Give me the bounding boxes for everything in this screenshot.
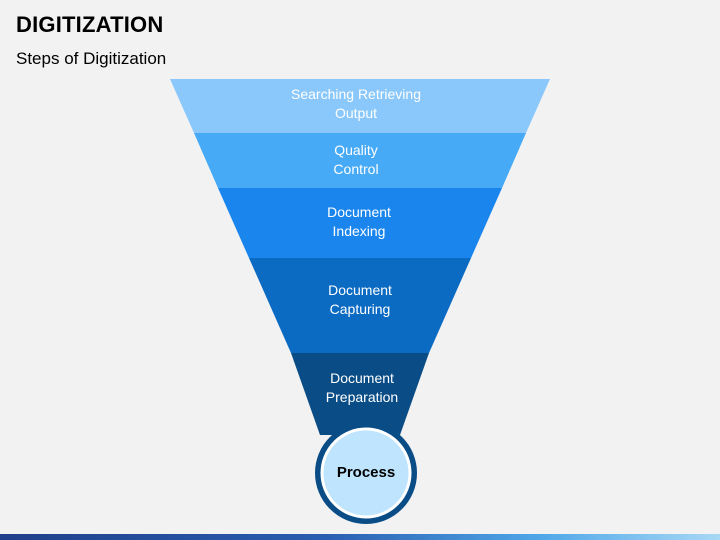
footer-accent-bar bbox=[0, 534, 720, 540]
funnel-level-5-line-1: Document bbox=[330, 370, 394, 386]
funnel-level-4-shape bbox=[249, 258, 471, 353]
funnel-level-1-line-1: Searching Retrieving bbox=[291, 86, 421, 102]
slide-subtitle: Steps of Digitization bbox=[16, 49, 167, 68]
funnel-level-4-line-2: Capturing bbox=[330, 301, 391, 317]
funnel-level-2-line-1: Quality bbox=[334, 142, 378, 158]
funnel-level-2-shape bbox=[194, 133, 526, 188]
funnel-level-3-line-2: Indexing bbox=[333, 223, 386, 239]
funnel-level-1-line-2: Output bbox=[335, 105, 377, 121]
slide-title: DIGITIZATION bbox=[16, 12, 164, 37]
funnel-level-3-shape bbox=[218, 188, 502, 258]
process-circle-inner bbox=[320, 427, 412, 519]
process-label: Process bbox=[337, 464, 395, 481]
funnel-level-3-line-1: Document bbox=[327, 204, 391, 220]
funnel-level-5-line-2: Preparation bbox=[326, 389, 398, 405]
funnel-level-4-line-1: Document bbox=[328, 282, 392, 298]
funnel-level-1-shape bbox=[170, 79, 550, 133]
funnel-level-2-line-2: Control bbox=[333, 161, 378, 177]
funnel-level-5-shape bbox=[291, 353, 429, 435]
